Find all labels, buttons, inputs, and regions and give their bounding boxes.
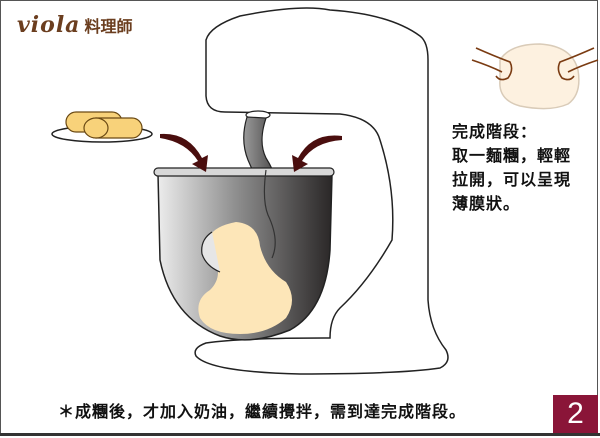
bottom-rule [0,433,600,436]
arrow-right-icon [292,135,342,172]
step-line: 完成階段： [452,122,538,141]
butter-plate-icon [51,111,153,143]
hands-stretching-dough-icon [471,43,599,110]
brand-logo: viola 料理師 [17,12,132,38]
step-line: 薄膜狀。 [452,194,521,213]
arrow-left-icon [160,133,208,172]
footnote: ＊成糰後，才加入奶油，繼續攪拌，需到達完成階段。 [58,402,467,421]
brand-wordmark: viola [17,12,81,38]
mixer-body-icon [194,7,449,375]
step-line: 取一麵糰，輕輕 [452,146,572,165]
dough-icon [198,222,292,334]
step-number-badge: 2 [553,395,598,433]
step-line: 拉開，可以呈現 [452,170,572,189]
brand-subtitle: 料理師 [84,17,133,36]
step-description: 完成階段： 取一麵糰，輕輕 拉開，可以呈現 薄膜狀。 [452,120,600,216]
